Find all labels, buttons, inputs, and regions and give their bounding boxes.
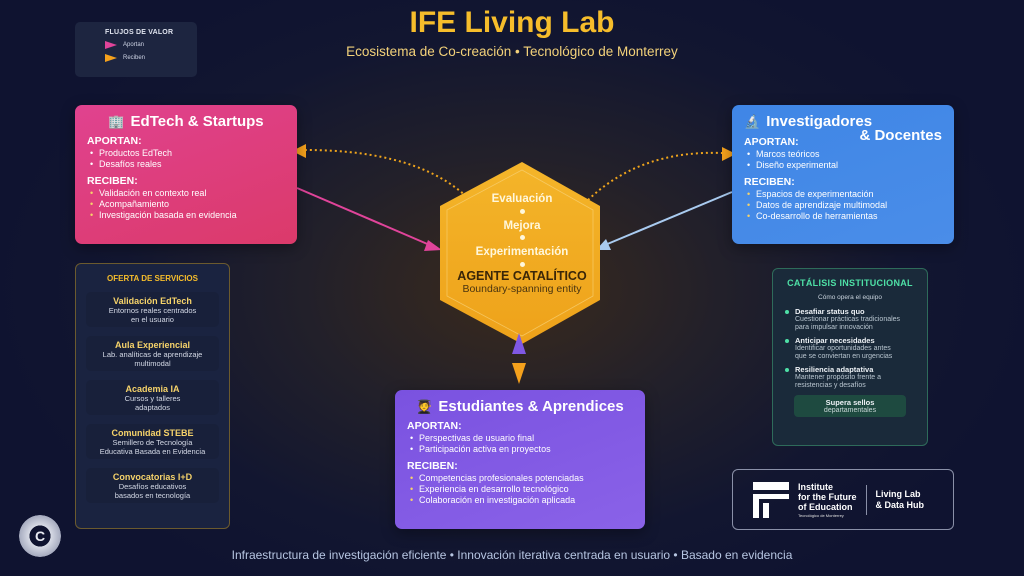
list-item: Marcos teóricos (744, 149, 942, 160)
investigadores-title-line1: Investigadores (766, 113, 873, 130)
footer-tagline: Infraestructura de investigación eficien… (231, 548, 793, 562)
aportan-line-invest (604, 191, 733, 246)
catalisis-item: Anticipar necesidades Identificar oportu… (781, 336, 919, 361)
aportan-arrow-edtech (424, 240, 442, 251)
ife-logo: Institute for the Future of Education Te… (732, 469, 954, 530)
service-card: Comunidad STEBE Semillero de Tecnología … (86, 424, 219, 459)
legend-label: Reciben (123, 55, 146, 61)
list-item: Colaboración en investigación aplicada (407, 495, 633, 506)
catalisis-item: Resiliencia adaptativa Mantener propósit… (781, 365, 919, 390)
page-subtitle: Ecosistema de Co-creación • Tecnológico … (346, 44, 678, 59)
hexagon-content: Evaluación Mejora Experimentación AGENTE… (438, 193, 606, 295)
student-icon: 🧑‍🎓 (416, 398, 433, 414)
orange-triangle-icon (105, 54, 117, 62)
reciben-label: RECIBEN: (744, 176, 795, 188)
list-item: Investigación basada en evidencia (87, 210, 285, 221)
aportan-label: APORTAN: (407, 420, 462, 432)
list-item: Experiencia en desarrollo tecnológico (407, 484, 633, 495)
step-evaluacion: Evaluación (491, 193, 553, 205)
reciben-label: RECIBEN: (407, 460, 458, 472)
investigadores-box: 🔬 Investigadores & Docentes APORTAN: Mar… (732, 105, 954, 244)
catalisis-subtitle: Cómo opera el equipo (818, 294, 882, 301)
ife-logo-mark-icon (753, 481, 789, 518)
legend-item-aportan: Aportan (105, 41, 197, 49)
reciben-arc-edtech (304, 149, 471, 201)
agent-subtitle: Boundary-spanning entity (462, 283, 582, 295)
service-card: Validación EdTech Entornos reales centra… (86, 292, 219, 327)
services-panel: OFERTA DE SERVICIOS Validación EdTech En… (75, 263, 230, 529)
edtech-title: EdTech & Startups (130, 113, 264, 130)
list-item: Participación activa en proyectos (407, 444, 633, 455)
aportan-list: Productos EdTech Desafíos reales (87, 148, 285, 170)
legend-item-reciben: Reciben (105, 54, 197, 62)
reciben-arrow-edtech (292, 144, 306, 158)
step-dot (519, 209, 525, 214)
aportan-label: APORTAN: (744, 136, 799, 148)
list-item: Co-desarrollo de herramientas (744, 211, 942, 222)
service-card: Aula Experiencial Lab. analíticas de apr… (86, 336, 219, 371)
reciben-label: RECIBEN: (87, 175, 138, 187)
reciben-list: Competencias profesionales potenciadas E… (407, 473, 633, 506)
office-building-icon: 🏢 (108, 113, 125, 129)
reciben-arrow-invest (722, 147, 736, 161)
pink-triangle-icon (105, 41, 117, 49)
list-item: Productos EdTech (87, 148, 285, 159)
aportan-label: APORTAN: (87, 135, 142, 147)
aportan-arrow-estud (512, 333, 526, 354)
services-title: OFERTA DE SERVICIOS (107, 274, 198, 283)
list-item: Competencias profesionales potenciadas (407, 473, 633, 484)
service-card: Convocatorias I+D Desafíos educativos ba… (86, 468, 219, 503)
catalisis-item: Desafiar status quo Cuestionar prácticas… (781, 307, 919, 332)
legend-label: Aportan (123, 42, 145, 48)
circular-badge-icon: C (19, 515, 61, 557)
list-item: Desafíos reales (87, 159, 285, 170)
microscope-icon: 🔬 (744, 113, 761, 129)
catalisis-title: CATÁLISIS INSTITUCIONAL (787, 278, 913, 288)
step-experimentacion: Experimentación (475, 246, 569, 258)
list-item: Diseño experimental (744, 160, 942, 171)
list-item: Acompañamiento (87, 199, 285, 210)
reciben-arc-invest (587, 151, 723, 201)
agent-title: AGENTE CATALÍTICO (457, 269, 587, 283)
catalyst-hexagon (440, 162, 600, 344)
logo-divider (865, 484, 867, 515)
legend-title: FLUJOS DE VALOR (105, 29, 174, 36)
list-item: Validación en contexto real (87, 188, 285, 199)
aportan-line-edtech (296, 187, 433, 247)
reciben-list: Validación en contexto real Acompañamien… (87, 188, 285, 221)
step-dot (519, 262, 525, 267)
aportan-list: Perspectivas de usuario final Participac… (407, 433, 633, 455)
estudiantes-title: Estudiantes & Aprendices (438, 398, 624, 415)
legend: FLUJOS DE VALOR Aportan Reciben (75, 22, 197, 77)
edtech-box: 🏢 EdTech & Startups APORTAN: Productos E… (75, 105, 297, 244)
step-dot (519, 235, 525, 240)
catalisis-footer-badge: Supera sellos departamentales (794, 395, 906, 417)
service-card: Academia IA Cursos y talleres adaptados (86, 380, 219, 415)
list-item: Perspectivas de usuario final (407, 433, 633, 444)
reciben-arrow-estud (512, 363, 526, 384)
aportan-list: Marcos teóricos Diseño experimental (744, 149, 942, 171)
page-title: IFE Living Lab (409, 6, 615, 39)
estudiantes-box: 🧑‍🎓 Estudiantes & Aprendices APORTAN: Pe… (395, 390, 645, 529)
list-item: Datos de aprendizaje multimodal (744, 200, 942, 211)
catalisis-panel: CATÁLISIS INSTITUCIONAL Cómo opera el eq… (772, 268, 928, 446)
investigadores-title-line2: & Docentes (859, 127, 942, 144)
reciben-list: Espacios de experimentación Datos de apr… (744, 189, 942, 222)
step-mejora: Mejora (503, 220, 541, 232)
list-item: Espacios de experimentación (744, 189, 942, 200)
